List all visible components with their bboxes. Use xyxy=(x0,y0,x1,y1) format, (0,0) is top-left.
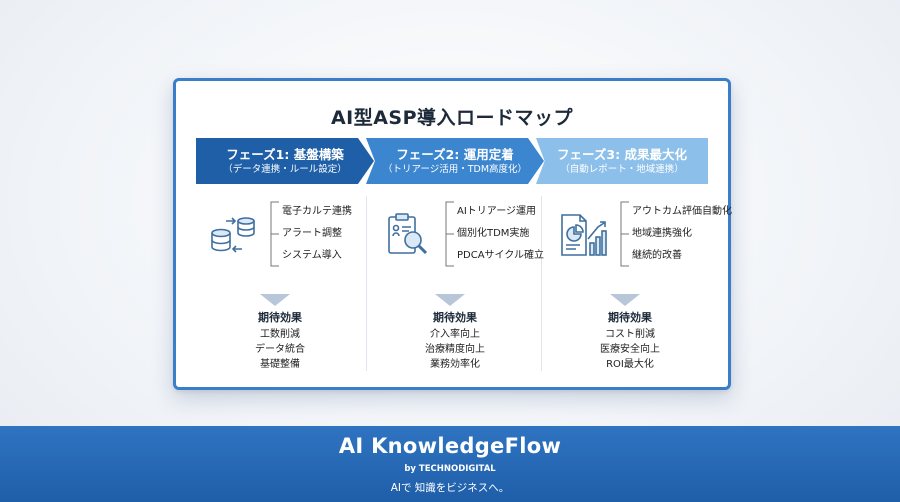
expected-effects: 期待効果 工数削減 データ統合 基礎整備 xyxy=(196,310,364,372)
column-divider xyxy=(366,196,367,371)
effects-heading: 期待効果 xyxy=(433,311,477,324)
effect-item: データ統合 xyxy=(255,344,305,355)
expected-effects: 期待効果 介入率向上 治療精度向上 業務効率化 xyxy=(371,310,539,372)
phase-subtitle: （トリアージ活用・TDM高度化） xyxy=(382,163,528,175)
effect-item: 治療精度向上 xyxy=(425,344,485,355)
database-sync-icon xyxy=(211,217,255,253)
effect-item: ROI最大化 xyxy=(606,359,654,370)
effect-item: 業務効率化 xyxy=(430,359,480,370)
list-item: 地域連携強化 xyxy=(632,228,692,239)
phase-1-header: フェーズ1: 基盤構築 （データ連携・ルール設定） xyxy=(196,138,374,184)
list-item: 電子カルテ連携 xyxy=(282,206,352,217)
report-chart-icon xyxy=(561,214,607,256)
list-item: システム導入 xyxy=(282,250,342,261)
item-bracket xyxy=(620,201,629,267)
chevron-down-icon xyxy=(610,294,640,306)
phase-title: フェーズ2: 運用定着 xyxy=(396,146,514,162)
effects-heading: 期待効果 xyxy=(258,311,302,324)
list-item: アラート調整 xyxy=(282,228,342,239)
list-item: アウトカム評価自動化 xyxy=(632,206,732,217)
effect-item: 基礎整備 xyxy=(260,359,300,370)
phase-3-column: アウトカム評価自動化 地域連携強化 継続的改善 期待効果 コスト削減 医療安全向… xyxy=(546,191,732,377)
column-divider xyxy=(541,196,542,371)
effects-heading: 期待効果 xyxy=(608,311,652,324)
phase-2-column: AIトリアージ運用 個別化TDM実施 PDCAサイクル確立 期待効果 介入率向上… xyxy=(371,191,544,377)
phase-title: フェーズ1: 基盤構築 xyxy=(226,146,344,162)
phase-1-column: 電子カルテ連携 アラート調整 システム導入 期待効果 工数削減 データ統合 基礎… xyxy=(196,191,364,377)
list-item: 個別化TDM実施 xyxy=(457,228,530,239)
item-bracket xyxy=(445,201,454,267)
effect-item: 工数削減 xyxy=(260,329,300,340)
phase-2-header: フェーズ2: 運用定着 （トリアージ活用・TDM高度化） xyxy=(366,138,544,184)
roadmap-title: AI型ASP導入ロードマップ xyxy=(330,107,574,129)
list-item: PDCAサイクル確立 xyxy=(457,250,545,261)
brand-footer: AI KnowledgeFlow by TECHNODIGITAL AIで 知識… xyxy=(0,426,900,502)
roadmap-card: AI型ASP導入ロードマップ フェーズ1: 基盤構築 （データ連携・ルール設定）… xyxy=(173,78,732,390)
effect-item: コスト削減 xyxy=(605,329,655,340)
list-item: 継続的改善 xyxy=(632,250,682,261)
chevron-down-icon xyxy=(260,294,290,306)
phase-3-header: フェーズ3: 成果最大化 （自動レポート・地域連携） xyxy=(536,138,708,184)
phase-subtitle: （自動レポート・地域連携） xyxy=(560,163,684,175)
effect-item: 介入率向上 xyxy=(430,329,480,340)
item-bracket xyxy=(270,201,279,267)
list-item: AIトリアージ運用 xyxy=(457,206,536,217)
clipboard-search-icon xyxy=(388,213,428,255)
brand-name: AI KnowledgeFlow xyxy=(338,434,562,458)
brand-tagline: AIで 知識をビジネスへ。 xyxy=(390,482,510,494)
phase-items: アウトカム評価自動化 地域連携強化 継続的改善 xyxy=(632,201,732,267)
effect-item: 医療安全向上 xyxy=(600,344,660,355)
phase-title: フェーズ3: 成果最大化 xyxy=(557,146,687,162)
expected-effects: 期待効果 コスト削減 医療安全向上 ROI最大化 xyxy=(546,310,714,372)
brand-byline: by TECHNODIGITAL xyxy=(404,464,496,474)
phase-items: AIトリアージ運用 個別化TDM実施 PDCAサイクル確立 xyxy=(457,201,544,267)
phase-subtitle: （データ連携・ルール設定） xyxy=(223,163,347,175)
chevron-down-icon xyxy=(435,294,465,306)
phase-items: 電子カルテ連携 アラート調整 システム導入 xyxy=(282,201,352,267)
